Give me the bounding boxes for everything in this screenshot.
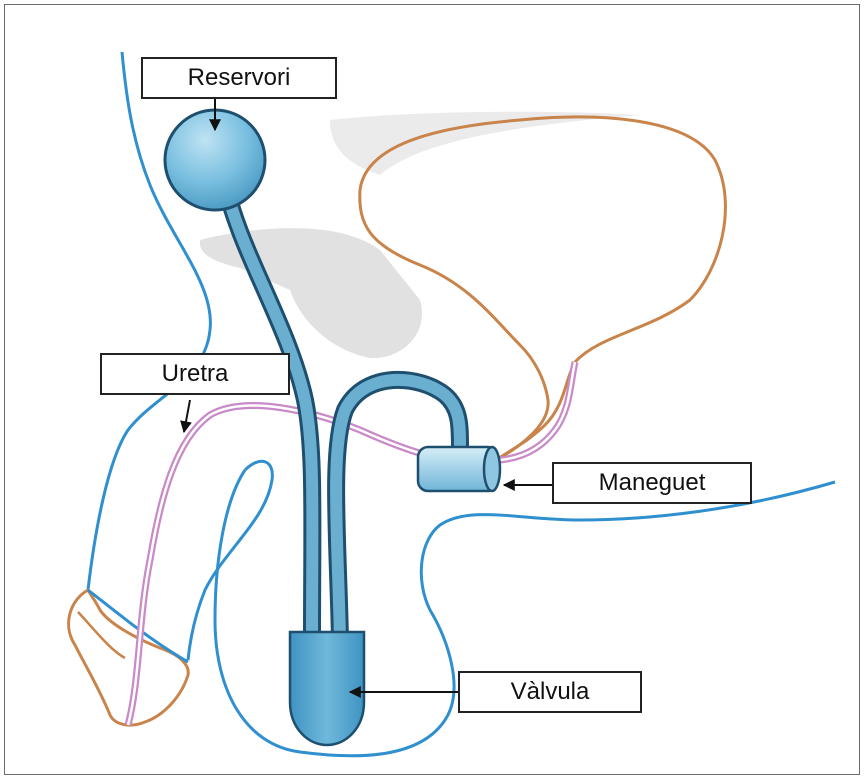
valve-pump <box>290 632 364 745</box>
cuff-tube <box>336 380 460 640</box>
arrow-icon <box>184 400 190 432</box>
glans-outline <box>69 590 189 725</box>
body-outline-penis-top <box>188 461 272 660</box>
reservoir-label: Reservori <box>141 57 337 99</box>
cuff-label: Maneguet <box>552 462 752 504</box>
tissue-shadow-upper <box>330 112 640 175</box>
urethra-label: Uretra <box>100 353 290 395</box>
valve-label: Vàlvula <box>458 671 642 713</box>
cuff-device <box>418 447 500 491</box>
glans-foreskin-line <box>78 612 125 658</box>
bladder-outline <box>360 117 725 462</box>
